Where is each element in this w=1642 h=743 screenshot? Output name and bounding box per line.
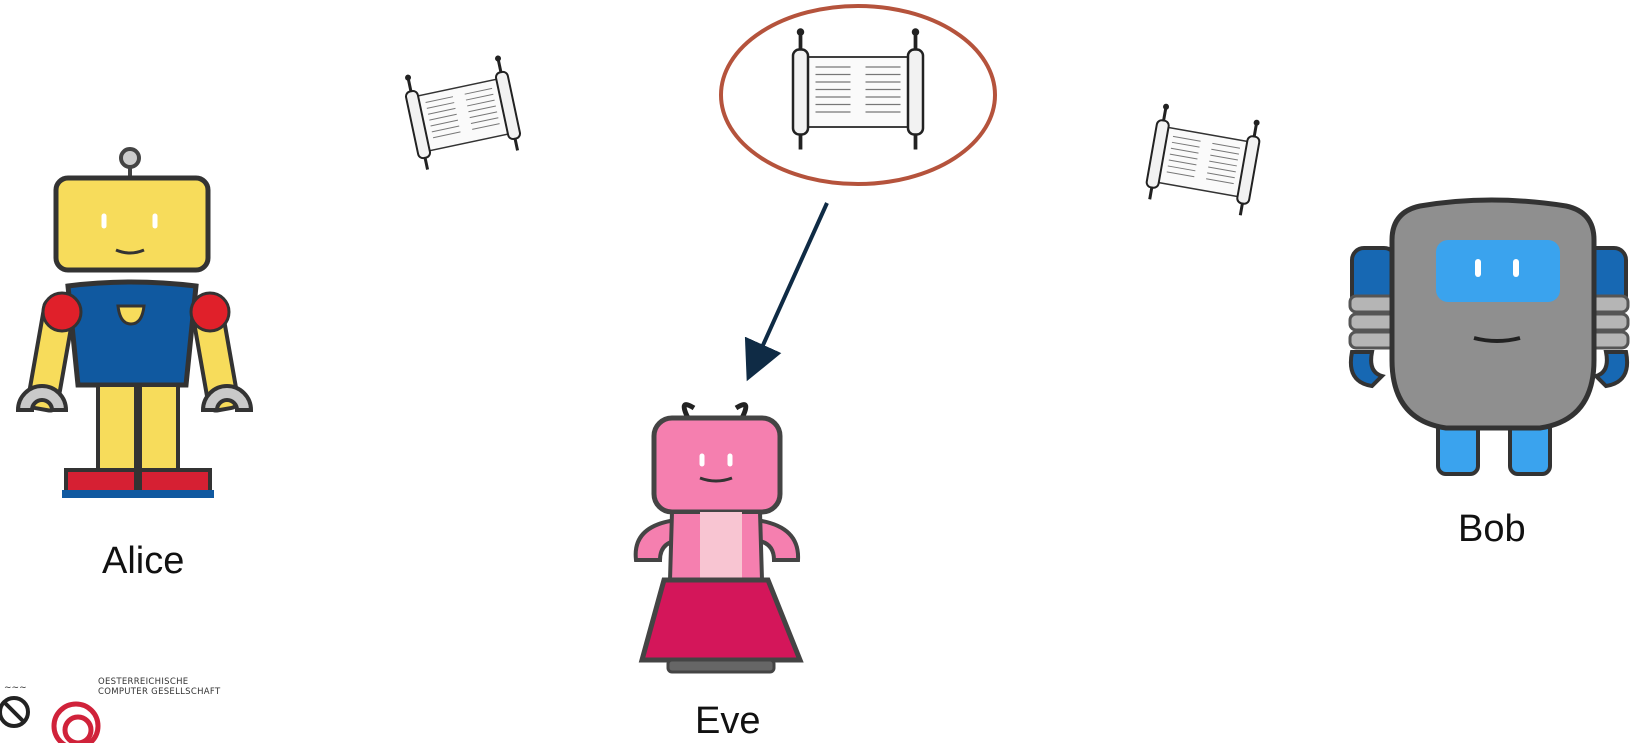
- eve-label: Eve: [695, 700, 761, 742]
- alice-robot: [15, 147, 254, 498]
- alice-label: Alice: [102, 540, 185, 582]
- scroll-left: [400, 52, 525, 173]
- svg-text:~~~: ~~~: [4, 683, 27, 693]
- bob-robot: [1348, 197, 1630, 476]
- scroll-right: [1142, 101, 1265, 218]
- ocg-logo: ~~~: [0, 683, 101, 743]
- eve-robot: [633, 402, 804, 674]
- scroll-intercepted: [791, 26, 925, 152]
- bob-label: Bob: [1458, 508, 1526, 550]
- logo-line-2: COMPUTER GESELLSCHAFT: [98, 687, 221, 697]
- logo-text: OESTERREICHISCHE COMPUTER GESELLSCHAFT: [98, 677, 220, 697]
- intercept-arrow: [744, 202, 829, 382]
- interception-highlight: [719, 4, 997, 186]
- logo-line-1: OESTERREICHISCHE: [98, 677, 189, 687]
